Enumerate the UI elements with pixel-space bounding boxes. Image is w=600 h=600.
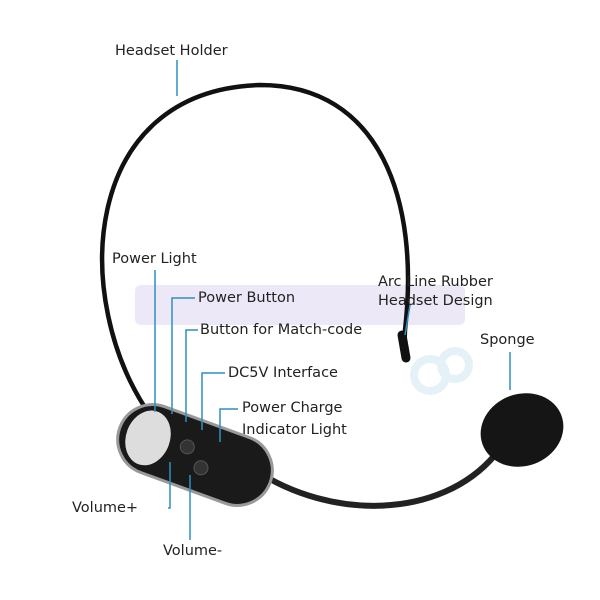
watermark-logo bbox=[135, 285, 473, 395]
label-match-code-button: Button for Match-code bbox=[200, 322, 363, 338]
label-power-button: Power Button bbox=[198, 290, 296, 306]
label-headset-design: Headset Design bbox=[378, 293, 493, 309]
leader-lines bbox=[154, 60, 511, 540]
label-power-charge: Power Charge bbox=[242, 400, 343, 416]
label-sponge: Sponge bbox=[480, 332, 535, 348]
label-power-light: Power Light bbox=[112, 251, 197, 267]
headband bbox=[99, 82, 411, 418]
gooseneck bbox=[253, 453, 498, 509]
label-headset-holder: Headset Holder bbox=[115, 43, 228, 59]
label-volume-minus: Volume- bbox=[163, 543, 223, 559]
transmitter bbox=[116, 403, 274, 507]
label-volume-plus: Volume+ bbox=[72, 500, 139, 516]
label-dc5v-interface: DC5V Interface bbox=[228, 365, 338, 381]
sponge bbox=[480, 393, 564, 467]
label-indicator-light: Indicator Light bbox=[242, 422, 347, 438]
boom-tip bbox=[397, 330, 411, 363]
label-arc-line: Arc Line Rubber bbox=[378, 274, 493, 290]
